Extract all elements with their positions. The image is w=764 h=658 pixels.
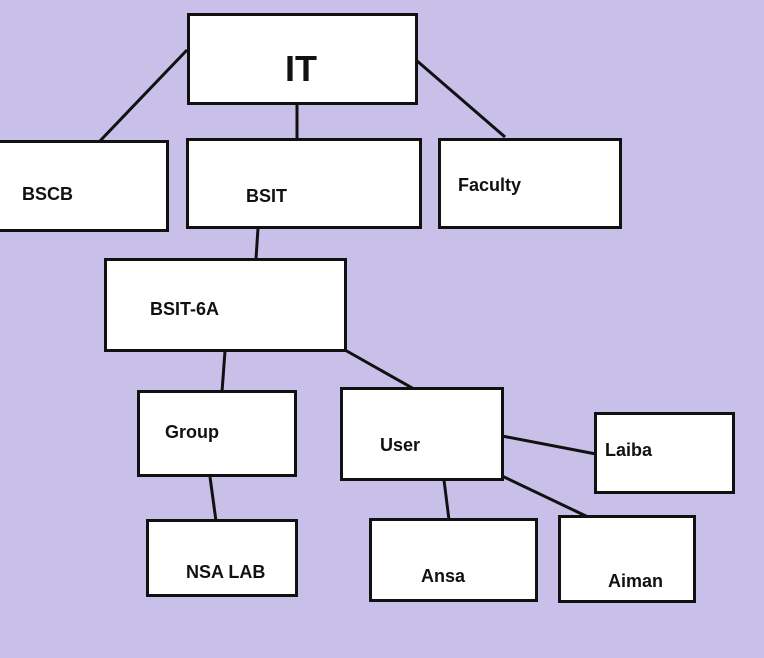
edge-bsit6a-user xyxy=(344,348,415,391)
node-it-label: IT xyxy=(285,48,317,89)
node-nsa-lab xyxy=(146,519,298,597)
node-user xyxy=(340,387,504,481)
edge-it-bscb xyxy=(97,48,189,144)
node-group-label: Group xyxy=(165,422,219,442)
edge-it-faculty xyxy=(415,58,506,139)
node-user-label: User xyxy=(380,435,421,455)
node-bsit-6a-label: BSIT-6A xyxy=(150,299,220,319)
node-group xyxy=(137,390,297,477)
edge-group-nsalab xyxy=(208,476,218,522)
edge-user-ansa xyxy=(442,479,451,521)
edge-user-laiba xyxy=(501,434,597,456)
node-aiman xyxy=(558,515,696,603)
node-it xyxy=(187,13,418,105)
edge-bsit6a-group xyxy=(220,350,227,393)
node-laiba xyxy=(594,412,735,494)
node-bscb xyxy=(0,140,169,232)
edge-bsit-bsit6a xyxy=(254,227,260,260)
node-faculty xyxy=(438,138,622,229)
edge-user-aiman xyxy=(501,474,589,519)
node-bsit-label: BSIT xyxy=(246,186,288,206)
node-bsit xyxy=(186,138,422,229)
node-ansa xyxy=(369,518,538,602)
node-aiman-label: Aiman xyxy=(608,571,664,591)
node-bsit-6a xyxy=(104,258,347,352)
node-nsa-lab-label: NSA LAB xyxy=(186,562,266,582)
node-ansa-label: Ansa xyxy=(421,566,466,586)
node-bscb-label: BSCB xyxy=(22,184,74,204)
node-faculty-label: Faculty xyxy=(458,175,522,195)
node-laiba-label: Laiba xyxy=(605,440,653,460)
